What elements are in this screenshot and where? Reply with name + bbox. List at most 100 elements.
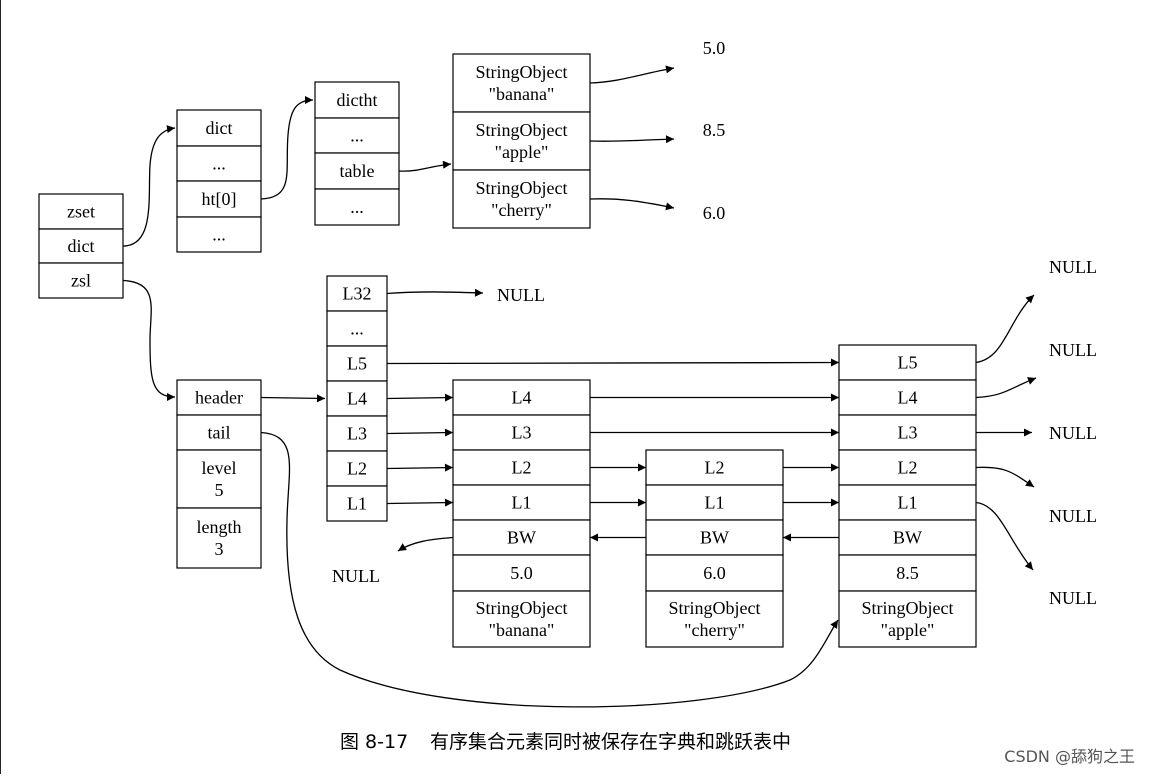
cell-box (838, 519, 977, 556)
cell-box (452, 111, 591, 171)
cell-box (645, 590, 784, 648)
cell-box (176, 379, 262, 416)
cell-box (326, 275, 388, 312)
node-dictht: dictht... table... (314, 81, 400, 226)
edge-l32-null (386, 288, 484, 297)
cell-box (452, 519, 591, 556)
cell-label: 5.0 (510, 563, 533, 583)
cell-box (314, 152, 400, 190)
cell-label: BW (893, 528, 922, 548)
cell-label: ht[0] (202, 189, 237, 209)
cell-label: 8.5 (896, 563, 919, 583)
cell-label: L1 (705, 493, 725, 513)
node-dict: dict...ht[0]... (176, 109, 262, 253)
edge-dictht-table (398, 160, 452, 172)
cell-box (838, 449, 977, 486)
edge-table-val3 (589, 198, 675, 211)
cell-label: StringObject (476, 178, 568, 198)
cell-label: L3 (898, 423, 918, 443)
cell-box (326, 450, 388, 487)
cell-label: 5 (215, 480, 224, 500)
edge-h-l3 (386, 428, 454, 437)
cell-label: L5 (347, 354, 367, 374)
edge-zset-dict (122, 125, 176, 247)
cell-label: L2 (512, 458, 532, 478)
cell-box (38, 228, 124, 264)
cell-label: "banana" (489, 84, 555, 104)
cell-box (176, 109, 262, 147)
cell-label: L2 (898, 458, 918, 478)
edge-table-val1 (589, 65, 675, 84)
cell-label: ... (350, 319, 364, 339)
label-val-banana: 5.0 (703, 38, 726, 58)
cell-box (176, 449, 262, 509)
cell-label: dict (68, 236, 95, 256)
cell-label: ... (212, 225, 226, 245)
cell-box (645, 449, 784, 486)
cell-label: BW (507, 528, 536, 548)
cell-box (38, 193, 124, 230)
edge-tail (260, 431, 839, 708)
cell-label: StringObject (476, 598, 568, 618)
cell-box (838, 379, 977, 416)
cell-label: "cherry" (491, 200, 552, 220)
cell-label: StringObject (669, 598, 761, 618)
cell-box (452, 449, 591, 486)
cell-box (838, 484, 977, 521)
cell-label: L4 (898, 388, 918, 408)
label-val-apple: 8.5 (703, 120, 726, 140)
label-null-r5: NULL (1049, 588, 1097, 608)
edge-h-l5 (386, 358, 840, 367)
cell-label: tail (208, 423, 231, 443)
edge-b-bw-null (397, 536, 454, 552)
cell-label: dictht (337, 90, 378, 110)
cell-box (645, 554, 784, 592)
cell-label: 6.0 (703, 563, 726, 583)
edges (122, 65, 1037, 708)
node-table: StringObject"banana"StringObject"apple"S… (452, 53, 591, 229)
cell-label: "banana" (489, 620, 555, 640)
edge-a-l5-null (975, 294, 1035, 364)
watermark: CSDN @舔狗之王 (1004, 747, 1135, 766)
cell-label: L1 (512, 493, 532, 513)
edge-zset-zsl (122, 279, 176, 401)
cell-label: "cherry" (684, 620, 745, 640)
cell-label: dict (206, 118, 233, 138)
cell-box (326, 345, 388, 382)
cell-box (176, 216, 262, 253)
cell-label: ... (350, 126, 364, 146)
cell-label: L3 (347, 424, 367, 444)
cell-box (645, 484, 784, 521)
cell-label: L5 (898, 353, 918, 373)
label-null-r3: NULL (1049, 423, 1097, 443)
cell-label: table (340, 161, 375, 181)
edge-header (260, 394, 326, 403)
cell-label: L32 (343, 284, 372, 304)
cell-box (326, 485, 388, 522)
cell-label: 3 (215, 539, 224, 559)
cell-label: ... (350, 197, 364, 217)
label-null-r2: NULL (1049, 340, 1097, 360)
cell-label: header (195, 388, 243, 408)
cell-label: L4 (512, 388, 532, 408)
cell-box (176, 414, 262, 451)
cell-box (314, 81, 400, 119)
cell-box (326, 380, 388, 417)
nodes: zsetdictzsldict...ht[0]...dictht...table… (38, 53, 977, 648)
edge-a-l4-null (975, 377, 1037, 399)
cell-box (326, 310, 388, 347)
cell-label: zsl (71, 271, 91, 291)
edge-h-l4 (386, 393, 454, 402)
cell-box (838, 590, 977, 648)
cell-box (838, 414, 977, 451)
edge-a-l2-null (975, 466, 1035, 488)
cell-label: L2 (705, 458, 725, 478)
edge-h-l1 (386, 498, 454, 507)
cell-label: length (197, 517, 242, 537)
